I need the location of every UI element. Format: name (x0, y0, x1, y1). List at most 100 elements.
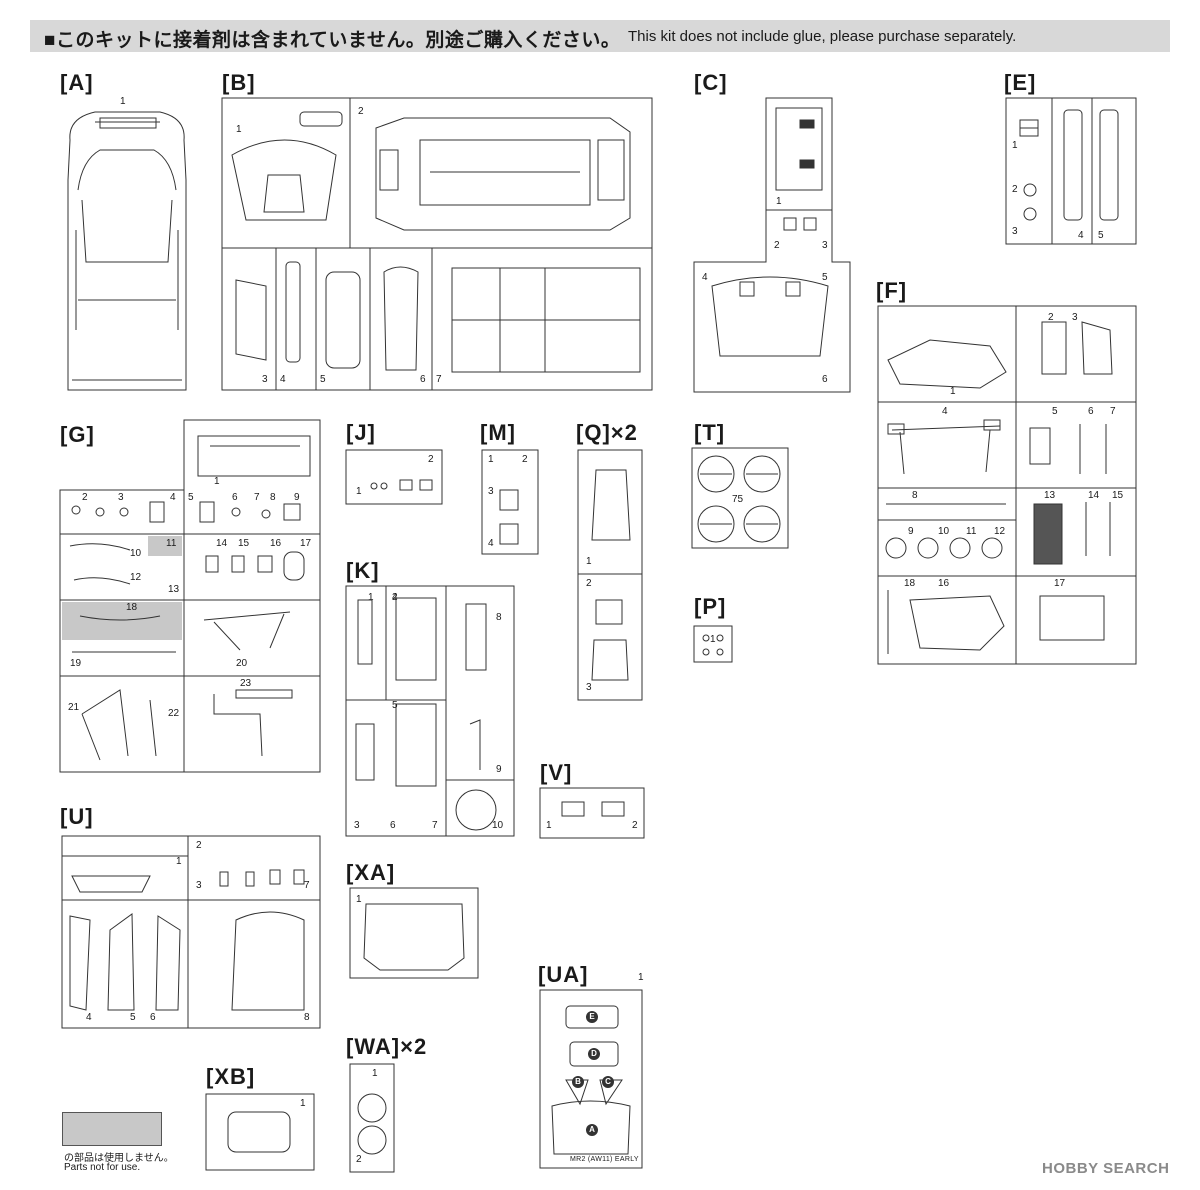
glue-notice-jp: ■このキットに接着剤は含まれていません。別途ご購入ください。 (44, 30, 621, 51)
sprue-ua-label: [UA] (538, 962, 589, 987)
part-number-g-2: 2 (82, 492, 88, 503)
part-number-q-1: 1 (586, 556, 592, 567)
part-number-f-12: 12 (994, 526, 1006, 537)
part-k-doors (355, 597, 437, 787)
part-number-e-3: 3 (1012, 226, 1018, 237)
part-number-u-7: 7 (304, 880, 310, 891)
part-g18-not-for-use (62, 602, 182, 640)
mask-letter-e: E (586, 1011, 598, 1023)
part-number-f-1: 1 (950, 386, 956, 397)
part-f5-f7-shocks (1029, 424, 1107, 474)
sprue-q-label: [Q]×2 (576, 420, 638, 445)
part-number-a-1: 1 (120, 96, 126, 107)
sprue-v-label: [V] (540, 760, 573, 785)
sprue-u-label: [U] (60, 804, 94, 829)
part-number-g-5: 5 (188, 492, 194, 503)
part-number-f-18: 18 (904, 578, 916, 589)
part-e5-bumper (1099, 109, 1119, 221)
part-number-u-5: 5 (130, 1012, 136, 1023)
part-number-g-9: 9 (294, 492, 300, 503)
not-used-swatch (62, 1112, 162, 1146)
part-number-e-1: 1 (1012, 140, 1018, 151)
part-g10-g13 (69, 543, 131, 585)
part-number-c-1: 1 (776, 196, 782, 207)
part-number-c-5: 5 (822, 272, 828, 283)
part-number-k-1: 1 (368, 592, 374, 603)
sprue-t-wheels (691, 447, 789, 549)
part-number-g-17: 17 (300, 538, 312, 549)
part-number-wa-2: 2 (356, 1154, 362, 1165)
part-number-g-10: 10 (130, 548, 142, 559)
part-number-f-6: 6 (1088, 406, 1094, 417)
part-g23-exhaust (213, 689, 293, 757)
sprue-k-label: [K] (346, 558, 380, 583)
part-number-v-1: 1 (546, 820, 552, 831)
part-number-g-16: 16 (270, 538, 282, 549)
part-number-p-1: 1 (710, 634, 716, 645)
sprue-p-label: [P] (694, 594, 727, 619)
part-number-q-2: 2 (586, 578, 592, 589)
part-number-g-12: 12 (130, 572, 142, 583)
part-u8-windshield (231, 911, 305, 1011)
sprue-j-label: [J] (346, 420, 376, 445)
part-number-xa-1: 1 (356, 894, 362, 905)
part-number-xb-1: 1 (300, 1098, 306, 1109)
part-b5-windshield-frame (325, 271, 361, 369)
part-number-f-17: 17 (1054, 578, 1066, 589)
sprue-k-frame (345, 585, 515, 837)
part-number-g-21: 21 (68, 702, 80, 713)
sprue-e-frame (1005, 97, 1137, 245)
sprue-g-frame (59, 419, 321, 773)
part-number-g-19: 19 (70, 658, 82, 669)
part-f16-f18-gearbox (887, 590, 1005, 654)
part-g11-not-for-use (148, 536, 182, 556)
part-number-e-2: 2 (1012, 184, 1018, 195)
part-f17-tray (1039, 595, 1105, 641)
glue-notice-banner: ■このキットに接着剤は含まれていません。別途ご購入ください。 This kit … (30, 20, 1170, 52)
sprue-v (539, 787, 645, 839)
part-number-k-3: 3 (354, 820, 360, 831)
hobby-search-watermark: HOBBY SEARCH (1042, 1160, 1170, 1177)
part-number-ua-1: 1 (638, 972, 644, 983)
part-u5-u7-small (219, 869, 305, 887)
part-number-u-3: 3 (196, 880, 202, 891)
sprue-m-label: [M] (480, 420, 516, 445)
sprue-q-seats (577, 449, 643, 701)
sprue-b-label: [B] (222, 70, 256, 95)
part-number-k-7: 7 (432, 820, 438, 831)
part-g21-g22 (81, 689, 157, 761)
part-e2-e3 (1023, 183, 1037, 221)
part-number-g-22: 22 (168, 708, 180, 719)
part-number-e-4: 4 (1078, 230, 1084, 241)
part-number-g-11: 11 (166, 538, 177, 549)
part-k8-k9 (465, 603, 487, 770)
part-g18-g19 (72, 615, 176, 653)
part-b1-hood (231, 111, 343, 221)
not-used-legend-en: Parts not for use. (64, 1162, 141, 1173)
part-b7-interior-tub (451, 267, 641, 373)
part-c1 (775, 107, 823, 191)
part-g14-g17 (205, 551, 305, 581)
part-number-m-3: 3 (488, 486, 494, 497)
part-number-b-3: 3 (262, 374, 268, 385)
part-number-f-15: 15 (1112, 490, 1124, 501)
part-number-f-9: 9 (908, 526, 914, 537)
part-number-g-4: 4 (170, 492, 176, 503)
part-number-g-15: 15 (238, 538, 250, 549)
sprue-p (693, 625, 733, 663)
part-number-b-6: 6 (420, 374, 426, 385)
part-number-f-5: 5 (1052, 406, 1058, 417)
part-number-u-4: 4 (86, 1012, 92, 1023)
part-number-u-1: 1 (176, 856, 182, 867)
part-number-t-75: 75 (732, 494, 744, 505)
part-u1-glass (71, 875, 151, 893)
part-number-m-2: 2 (522, 454, 528, 465)
sprue-xa-label: [XA] (346, 860, 396, 885)
part-f13-radiator (1033, 503, 1063, 565)
part-number-b-1: 1 (236, 124, 242, 135)
part-number-k-9: 9 (496, 764, 502, 775)
part-number-q-3: 3 (586, 682, 592, 693)
sprue-xa (349, 887, 479, 979)
part-number-j-1: 1 (356, 486, 362, 497)
part-a1-body (67, 111, 187, 391)
